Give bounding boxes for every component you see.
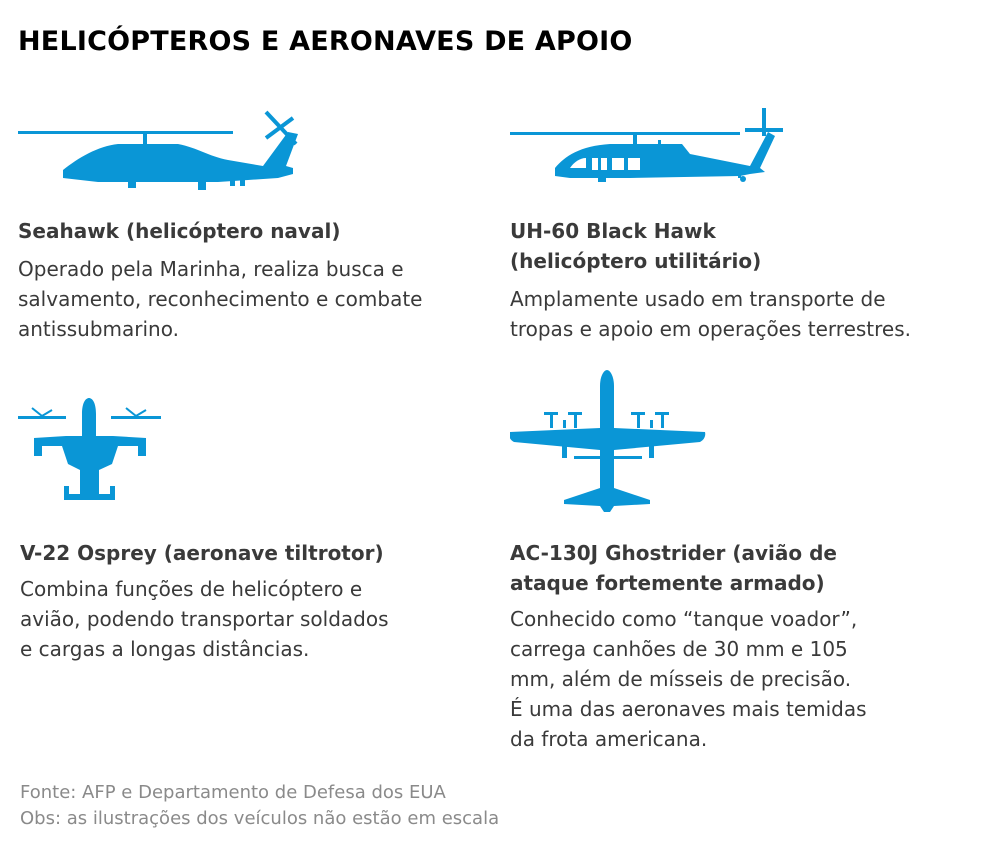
card-desc-ac130: Conhecido como “tanque voador”, carrega …: [510, 607, 867, 751]
black-hawk-helicopter-icon: [510, 106, 785, 186]
footer: Fonte: AFP e Departamento de Defesa dos …: [20, 780, 499, 832]
card-title-seahawk: Seahawk (helicóptero naval): [18, 219, 341, 243]
card-desc-seahawk: Operado pela Marinha, realiza busca e sa…: [18, 257, 423, 341]
scale-note: Obs: as ilustrações dos veículos não est…: [20, 808, 500, 829]
seahawk-helicopter-icon: [18, 108, 313, 193]
source-note: Fonte: AFP e Departamento de Defesa dos …: [20, 782, 446, 803]
ac130-plane-icon: [510, 368, 710, 516]
card-title-osprey: V-22 Osprey (aeronave tiltrotor): [20, 541, 384, 565]
page-title: HELICÓPTEROS E AERONAVES DE APOIO: [18, 26, 633, 57]
card-desc-black-hawk: Amplamente usado em transporte de tropas…: [510, 287, 911, 341]
osprey-tiltrotor-icon: [18, 394, 168, 506]
card-title-ac130: AC-130J Ghostrider (avião de ataque fort…: [510, 541, 837, 595]
card-title-black-hawk: UH-60 Black Hawk (helicóptero utilitário…: [510, 219, 762, 273]
card-desc-osprey: Combina funções de helicóptero e avião, …: [20, 577, 389, 661]
